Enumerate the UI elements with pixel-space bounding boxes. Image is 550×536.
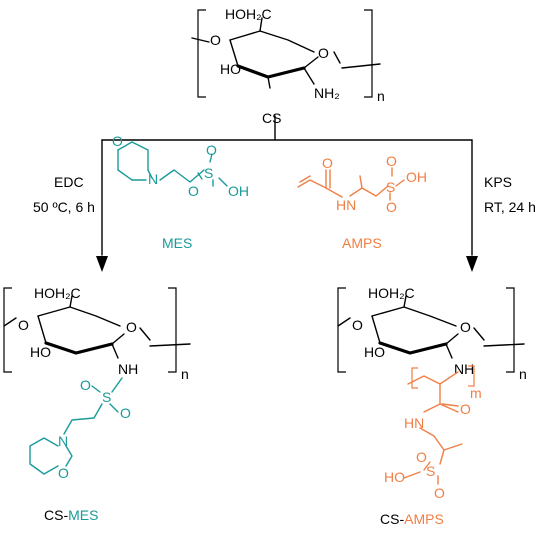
mes-oxygen: O xyxy=(112,133,123,149)
condition-temp-right: RT, 24 h xyxy=(484,199,536,215)
cs-amps-sulfonyl-o1: O xyxy=(416,449,427,465)
cs-mes-oxygen: O xyxy=(58,465,69,481)
cs-amps-label-prefix: CS- xyxy=(380,511,404,527)
cs-mes-structure: n HOH₂C O O HO NH S O O N O xyxy=(3,285,191,481)
cs-mes-nh: NH xyxy=(118,361,138,377)
cs-amps-sulfur: S xyxy=(426,463,435,479)
amps-sulfonyl-o2: O xyxy=(386,199,397,215)
cs-mes-repeat-n: n xyxy=(181,366,189,382)
ring-oxygen: O xyxy=(318,45,329,61)
chitosan-structure: n HOH₂C O O HO NH₂ xyxy=(191,6,385,104)
ho-label: HO xyxy=(220,61,241,77)
cs-mes-sulfonyl-o1: O xyxy=(80,377,91,393)
cs-mes-oxygen-left: O xyxy=(18,317,29,333)
reaction-arrows xyxy=(96,115,478,272)
mes-structure: O N S O O OH xyxy=(112,133,249,199)
mes-label: MES xyxy=(162,235,192,251)
amps-sulfur: S xyxy=(386,179,395,195)
ring-oxygen-left: O xyxy=(210,32,221,48)
amps-label: AMPS xyxy=(342,235,382,251)
amps-sulfonyl-o1: O xyxy=(386,153,397,169)
cs-mes-label: CS-MES xyxy=(44,507,98,523)
cs-mes-ring-oxygen: O xyxy=(126,319,137,335)
cs-mes-label-prefix: CS- xyxy=(44,507,68,523)
mes-nitrogen: N xyxy=(148,171,158,187)
amps-oh: OH xyxy=(406,169,427,185)
cs-label: CS xyxy=(262,110,281,126)
condition-kps: KPS xyxy=(484,174,512,190)
arrow-head-left xyxy=(96,256,108,272)
cs-amps-ho: HO xyxy=(384,469,405,485)
condition-edc: EDC xyxy=(54,174,84,190)
repeat-n-label: n xyxy=(377,88,385,104)
condition-temp-left: 50 ºC, 6 h xyxy=(33,199,95,215)
amps-carbonyl-o: O xyxy=(322,155,333,171)
mes-sulfonyl-o1: O xyxy=(206,142,217,158)
amps-structure: O HN S O O OH xyxy=(297,153,427,215)
nh2-label: NH₂ xyxy=(314,85,340,101)
amps-amide-n: HN xyxy=(336,197,356,213)
cs-amps-repeat-n: n xyxy=(519,366,527,382)
arrow-head-right xyxy=(466,256,478,272)
cs-mes-label-suffix: MES xyxy=(68,507,98,523)
cs-amps-sulfonyl-o2: O xyxy=(434,485,445,501)
cs-amps-repeat-m: m xyxy=(470,385,482,401)
mes-oh: OH xyxy=(228,183,249,199)
cs-mes-sulfur: S xyxy=(102,389,111,405)
mes-sulfonyl-o2: O xyxy=(188,183,199,199)
cs-amps-nh: NH xyxy=(454,361,474,377)
mes-sulfur: S xyxy=(204,165,213,181)
hoh2c-label: HOH₂C xyxy=(225,6,272,22)
cs-amps-ring-oxygen: O xyxy=(460,319,471,335)
cs-amps-carbonyl-o: O xyxy=(460,401,471,417)
cs-mes-hoh2c: HOH₂C xyxy=(34,285,81,301)
cs-amps-structure: n HOH₂C O O HO NH m O HN S O O HO xyxy=(337,285,527,501)
cs-amps-amide-hn: HN xyxy=(404,415,424,431)
cs-amps-label-suffix: AMPS xyxy=(404,511,444,527)
cs-mes-sulfonyl-o2: O xyxy=(120,405,131,421)
cs-amps-oxygen-left: O xyxy=(352,317,363,333)
cs-amps-hoh2c: HOH₂C xyxy=(368,285,415,301)
cs-amps-ho: HO xyxy=(364,344,385,360)
cs-mes-ho: HO xyxy=(30,344,51,360)
cs-mes-nitrogen: N xyxy=(58,433,68,449)
cs-amps-label: CS-AMPS xyxy=(380,511,444,527)
